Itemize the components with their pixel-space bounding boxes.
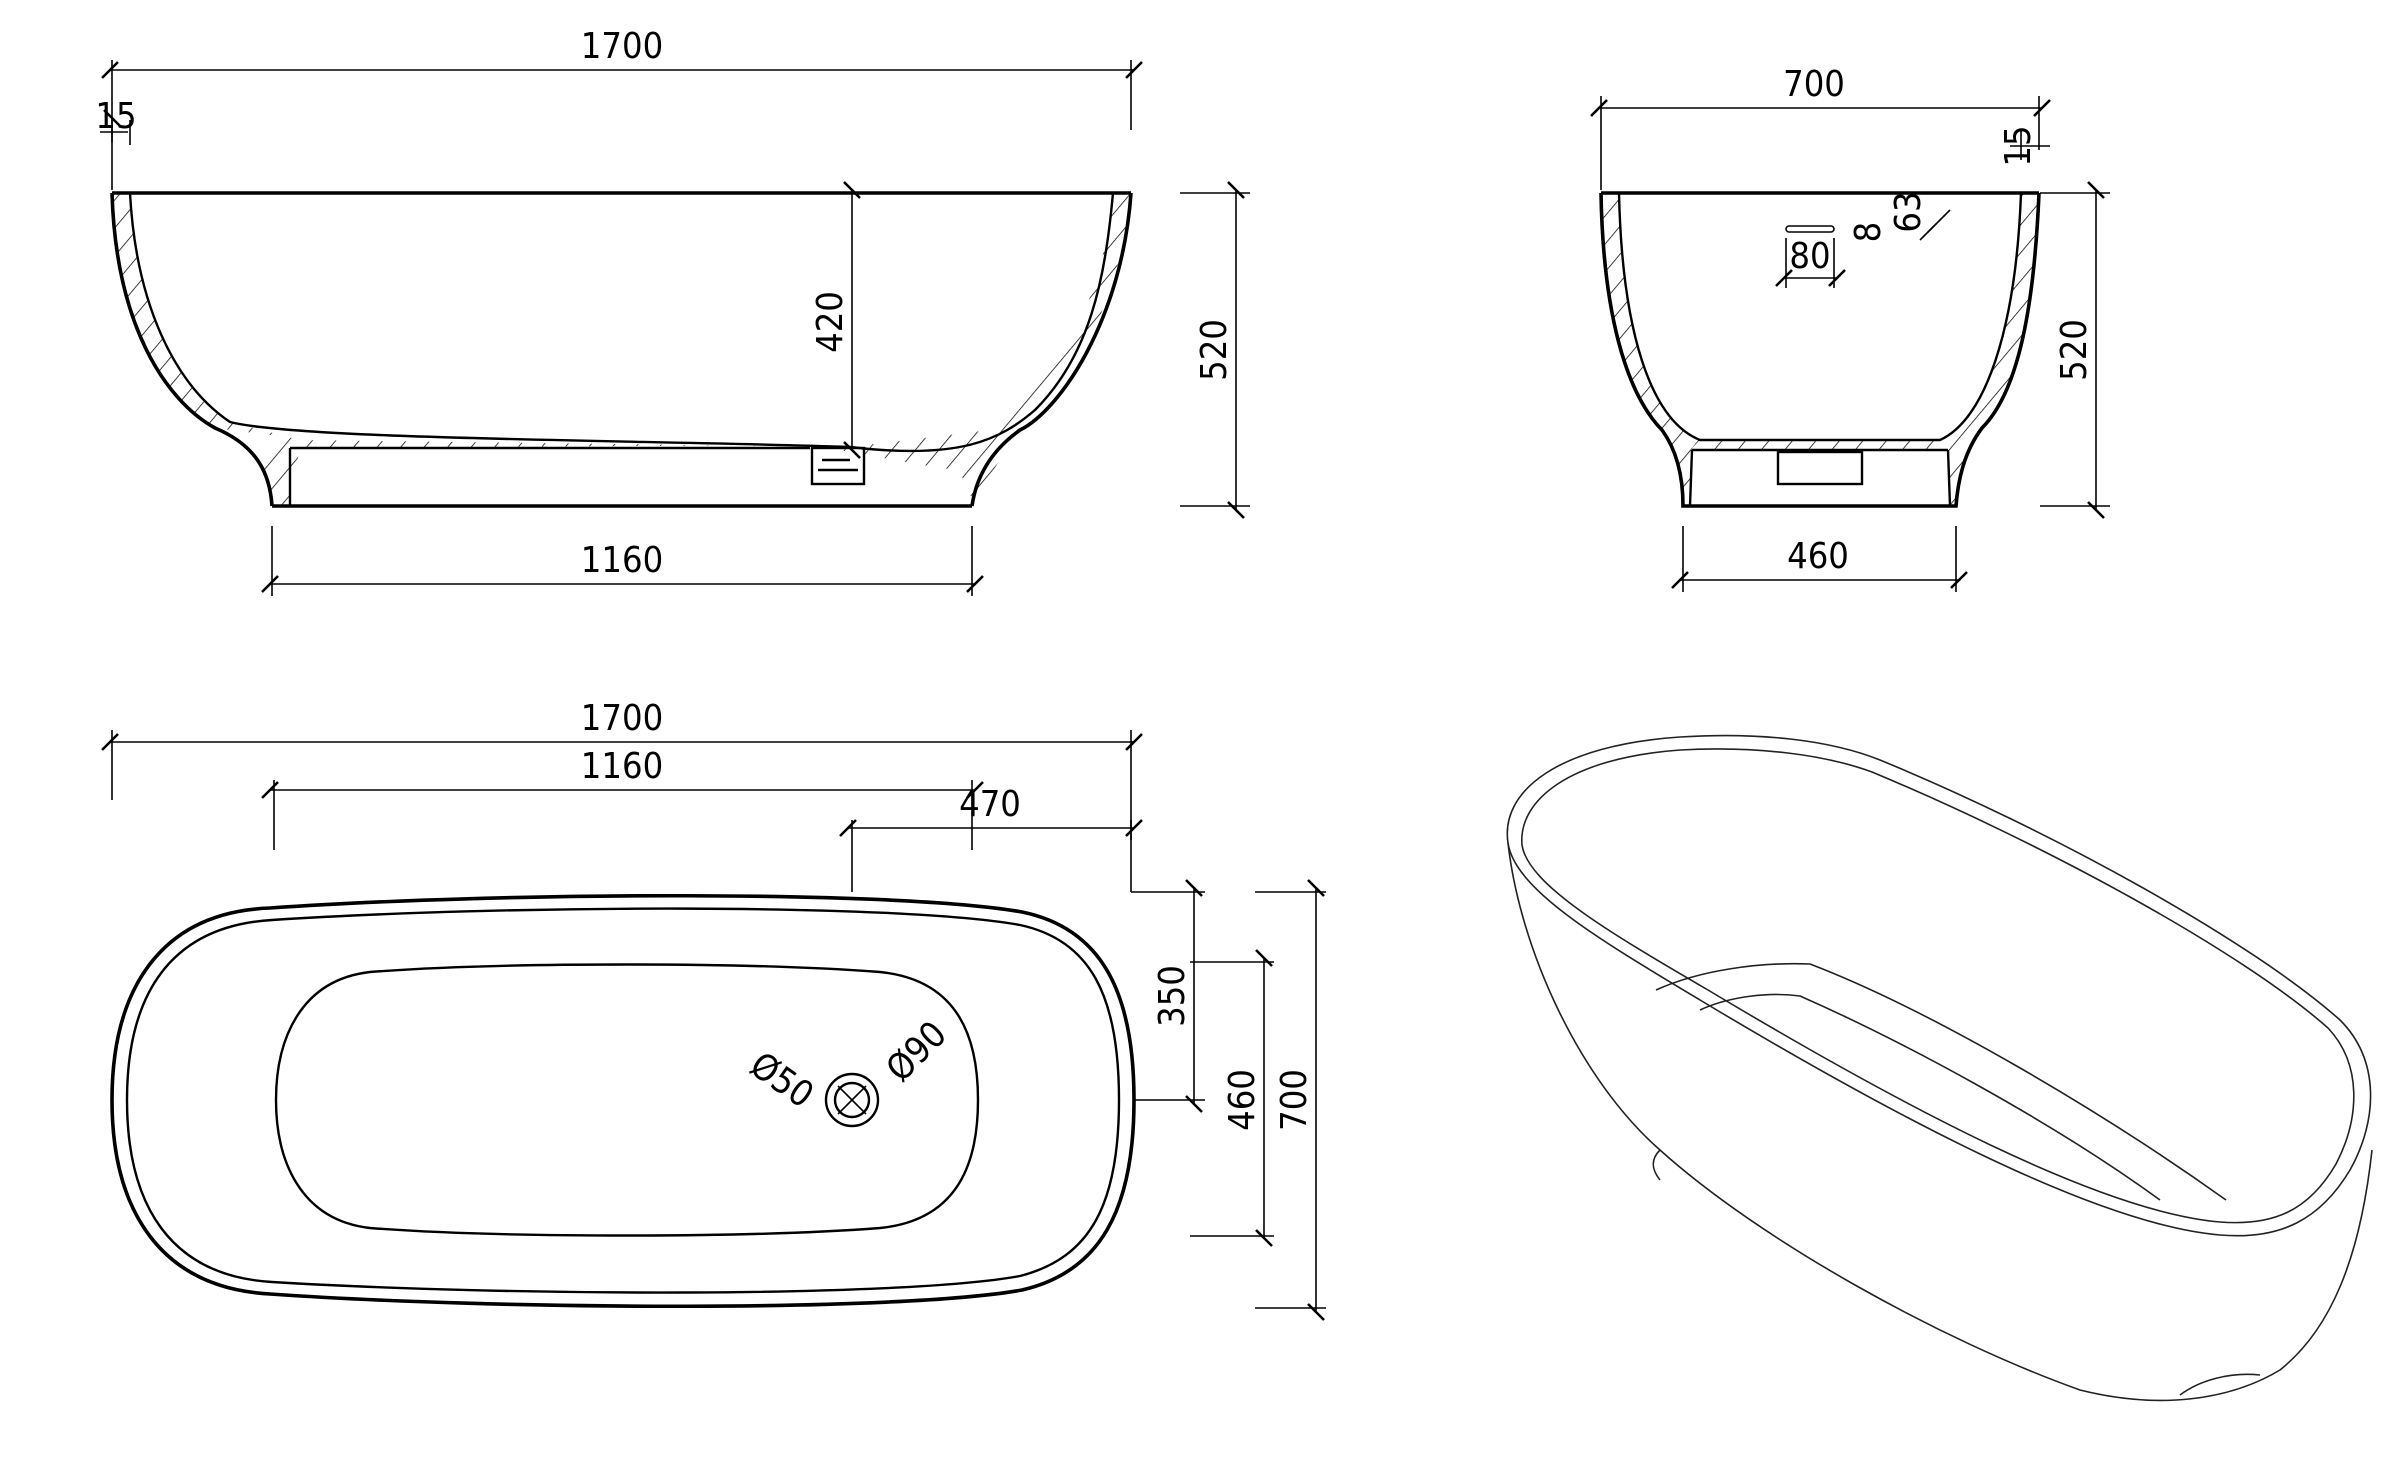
side-wall-section [112, 193, 1131, 506]
side-height-label: 520 [1194, 319, 1235, 381]
end-overflow-offset-label: 63 [1888, 191, 1929, 232]
end-base-width-label: 460 [1787, 536, 1849, 577]
end-width-label: 700 [1783, 64, 1845, 105]
side-base-length-label: 1160 [581, 540, 663, 581]
plan-inner-rim [125, 907, 1121, 1294]
end-wall-right-section [1940, 193, 2039, 506]
perspective-outer-rim [1506, 734, 2372, 1237]
side-base-top [288, 446, 810, 506]
perspective-basin [1655, 962, 2227, 1201]
end-wall-label: 15 [1998, 125, 2039, 166]
side-inner-profile [128, 192, 1115, 453]
perspective-inner-rim [1521, 748, 2355, 1224]
plan-base-length-label: 1160 [581, 746, 663, 787]
end-outer-profile [1599, 192, 2041, 508]
end-inner-profile [1617, 192, 2023, 442]
end-height-label: 520 [2054, 319, 2095, 381]
side-outer-profile-right [970, 192, 1133, 507]
perspective-view [1506, 734, 2373, 1402]
plan-outer-rim [110, 893, 1136, 1309]
perspective-base [1652, 1149, 2261, 1396]
perspective-basin-floor [1699, 993, 2161, 1201]
side-outer-profile [110, 192, 274, 507]
plan-view: Ø50 Ø90 1700 1160 470 350 460 700 [101, 698, 1326, 1321]
end-drain [1776, 450, 1864, 486]
plan-basin-floor [274, 963, 980, 1237]
plan-drain-outer-label: Ø90 [879, 1014, 955, 1090]
side-length-label: 1700 [581, 26, 663, 67]
side-wall-label: 15 [95, 96, 136, 137]
end-overflow-width-label: 80 [1789, 236, 1830, 277]
end-overflow-slot [1785, 225, 1835, 233]
perspective-outer-body [1507, 842, 2373, 1402]
end-view: 700 15 63 8 80 520 460 [1590, 64, 2110, 592]
end-wall-bottom-section [1700, 440, 1940, 450]
end-wall-left-section [1601, 193, 1700, 506]
side-drain [810, 446, 866, 486]
plan-drain-inner-label: Ø50 [743, 1045, 821, 1117]
plan-drain-offset-y-label: 350 [1152, 965, 1193, 1027]
side-depth-label: 420 [810, 291, 851, 353]
side-view: 1700 15 420 520 1160 [95, 26, 1250, 596]
plan-length-label: 1700 [581, 698, 663, 739]
end-overflow-height-label: 8 [1848, 222, 1889, 243]
plan-base-width-label: 460 [1222, 1069, 1263, 1131]
plan-drain [824, 1072, 880, 1128]
end-base [1688, 448, 1952, 507]
plan-drain-offset-x-label: 470 [959, 784, 1021, 825]
plan-width-label: 700 [1274, 1069, 1315, 1131]
